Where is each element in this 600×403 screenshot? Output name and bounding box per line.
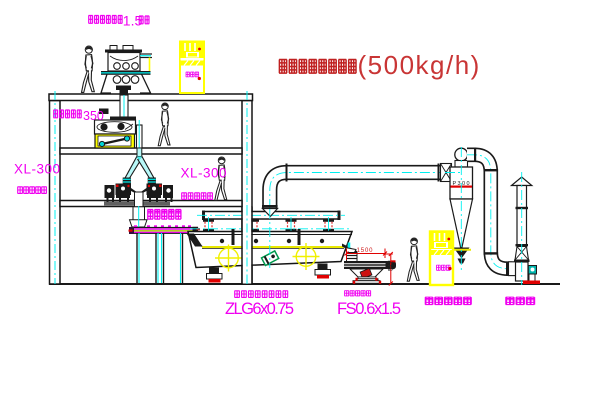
svg-text:ZLG6x0.75: ZLG6x0.75	[225, 300, 294, 318]
svg-text:541: 541	[389, 260, 395, 271]
svg-text:(500kg/h): (500kg/h)	[358, 50, 481, 80]
svg-text:XL-300: XL-300	[14, 162, 61, 177]
svg-text:350: 350	[83, 109, 104, 123]
svg-text:1500: 1500	[357, 248, 374, 254]
svg-text:1.5: 1.5	[123, 13, 143, 29]
svg-text:XL-300: XL-300	[181, 166, 228, 181]
svg-text:FS0.6x1.5: FS0.6x1.5	[337, 300, 401, 318]
